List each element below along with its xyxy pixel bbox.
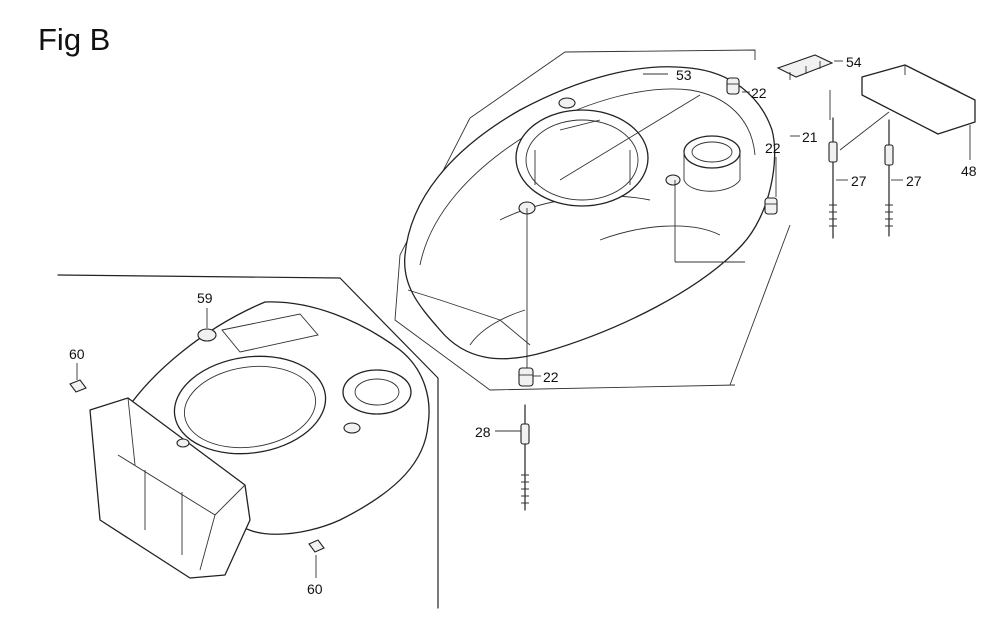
leader-lines <box>76 60 971 578</box>
callout-22-bottom: 22 <box>543 369 559 385</box>
callout-48: 48 <box>961 163 977 179</box>
callout-59: 59 <box>197 290 213 306</box>
stud-27-right <box>884 119 894 237</box>
nut-60-left <box>69 379 87 393</box>
bolt-22-bottom <box>518 367 534 387</box>
shroud-lower-assembly <box>89 301 430 579</box>
callout-21: 21 <box>802 129 818 145</box>
callout-60-left: 60 <box>69 346 85 362</box>
fan-cover-upper <box>404 66 776 370</box>
callout-27-left: 27 <box>851 173 867 189</box>
group-divider-lines <box>57 274 439 609</box>
clip-54 <box>776 54 834 80</box>
callout-54: 54 <box>846 54 862 70</box>
callout-53: 53 <box>676 67 692 83</box>
stud-27-left <box>828 117 838 239</box>
callout-22-top: 22 <box>751 85 767 101</box>
callout-60-bottom: 60 <box>307 581 323 597</box>
callout-28: 28 <box>475 424 491 440</box>
plate-48 <box>861 64 976 135</box>
nut-60-bottom <box>308 539 325 553</box>
callout-22-side: 22 <box>765 140 781 156</box>
bolt-22-side <box>764 197 778 215</box>
figure-title: Fig B <box>38 22 111 57</box>
callout-27-right: 27 <box>906 173 922 189</box>
bolt-22-top <box>726 77 740 95</box>
stud-28 <box>520 404 530 511</box>
